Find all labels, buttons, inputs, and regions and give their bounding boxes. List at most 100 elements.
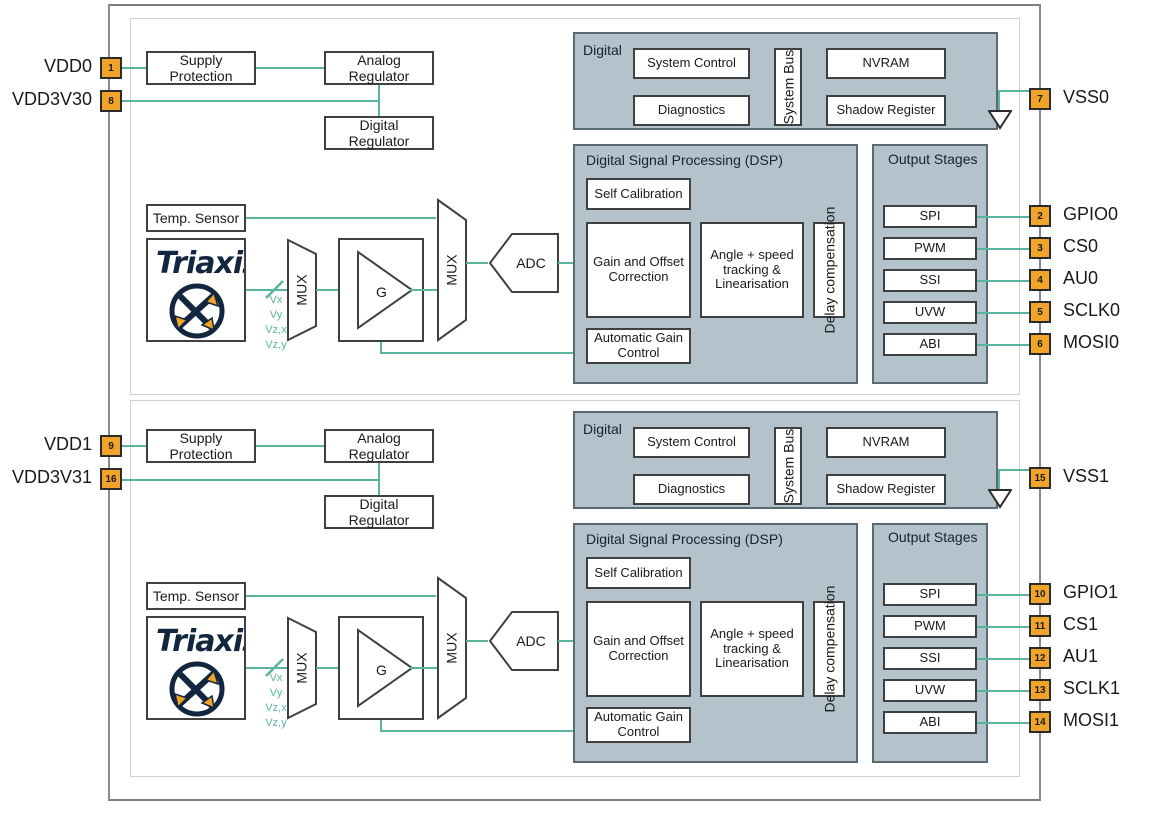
block-output-uvw-0: UVW (883, 301, 977, 324)
pin-12[interactable]: 12 (1029, 647, 1051, 669)
block-system-bus-1: System Bus (774, 427, 802, 505)
pin-1[interactable]: 1 (100, 57, 122, 79)
pin-number: 9 (108, 440, 114, 452)
block-gain-offset-correction-0: Gain and Offset Correction (586, 222, 691, 318)
wire-abi-to-pin14 (977, 722, 1032, 724)
pin-number: 12 (1034, 652, 1046, 664)
left-pin-rail (108, 4, 110, 801)
wire-abi-to-pin6 (977, 344, 1032, 346)
block-output-abi-1: ABI (883, 711, 977, 734)
block-amplifier-1: G (338, 616, 424, 720)
block-self-calibration-0: Self Calibration (586, 178, 691, 210)
pin-number: 7 (1037, 93, 1043, 105)
pin-number: 15 (1034, 472, 1046, 484)
block-diagnostics-1: Diagnostics (633, 474, 750, 505)
ground-symbol-1 (987, 489, 1013, 514)
pin-13[interactable]: 13 (1029, 679, 1051, 701)
pin-number: 11 (1034, 620, 1046, 632)
pin-label-vdd1: VDD1 (43, 434, 92, 454)
pin-2[interactable]: 2 (1029, 205, 1051, 227)
system-bus-label: System Bus (779, 428, 796, 504)
block-delay-compensation-1: Delay compensation (813, 586, 845, 712)
panel-title-dsp-1: Digital Signal Processing (DSP) (586, 531, 783, 547)
block-supply-protection-1: Supply Protection (146, 429, 256, 463)
bus-voltage-labels-1: Vx Vy Vz,x Vz,y (258, 671, 294, 730)
pin-number: 6 (1037, 338, 1043, 350)
delay-compensation-label: Delay compensation (820, 206, 837, 334)
block-system-bus-0: System Bus (774, 48, 802, 126)
wire-agc-feedback-v-1 (380, 720, 382, 732)
amplifier-gain-label: G (376, 284, 387, 300)
mux1-label: MUX (294, 274, 310, 306)
block-angle-speed-tracking-1: Angle + speed tracking & Linearisation (700, 601, 804, 697)
pin-number: 8 (108, 95, 114, 107)
block-shadow-register-1: Shadow Register (826, 474, 946, 505)
wire-supply-to-analog-reg (256, 67, 324, 69)
pin-16[interactable]: 16 (100, 468, 122, 490)
bus-label-vzx: Vz,x (265, 701, 287, 714)
system-bus-label: System Bus (779, 49, 796, 125)
block-delay-compensation-0: Delay compensation (813, 207, 845, 333)
wire-mux2-to-adc-1 (466, 640, 488, 642)
block-mux2-1: MUX (436, 576, 468, 720)
pin-label-au1: AU1 (1063, 646, 1099, 666)
pin-label-cs1: CS1 (1063, 614, 1099, 634)
wire-gnd-h-0 (998, 90, 1030, 92)
pin-11[interactable]: 11 (1029, 615, 1051, 637)
pin-label-vss1: VSS1 (1063, 466, 1110, 486)
pin-8[interactable]: 8 (100, 90, 122, 112)
panel-title-digital-1: Digital (583, 421, 622, 437)
block-output-abi-0: ABI (883, 333, 977, 356)
pin-label-gpio0: GPIO0 (1063, 204, 1119, 224)
pin-label-sclk1: SCLK1 (1063, 678, 1121, 698)
bus-label-vzx: Vz,x (265, 323, 287, 336)
block-adc-0: ADC (488, 232, 560, 294)
block-temp-sensor-0: Temp. Sensor (146, 204, 246, 232)
block-nvram-1: NVRAM (826, 427, 946, 458)
pin-6[interactable]: 6 (1029, 333, 1051, 355)
block-gain-offset-correction-1: Gain and Offset Correction (586, 601, 691, 697)
panel-title-digital-0: Digital (583, 42, 622, 58)
pin-number: 5 (1037, 306, 1043, 318)
pin-number: 3 (1037, 242, 1043, 254)
pin-3[interactable]: 3 (1029, 237, 1051, 259)
bus-slash-icon (264, 279, 286, 306)
pin-label-mosi1: MOSI1 (1063, 710, 1120, 730)
bus-label-vx: Vx (269, 672, 283, 684)
adc-label: ADC (516, 633, 546, 649)
pin-7[interactable]: 7 (1029, 88, 1051, 110)
block-system-control-1: System Control (633, 427, 750, 458)
block-self-calibration-1: Self Calibration (586, 557, 691, 589)
block-output-ssi-0: SSI (883, 269, 977, 292)
block-output-spi-1: SPI (883, 583, 977, 606)
pin-9[interactable]: 9 (100, 435, 122, 457)
bus-label-vy: Vy (269, 686, 283, 699)
block-triaxis-sensor-0: Triaxis® (146, 238, 246, 342)
pin-10[interactable]: 10 (1029, 583, 1051, 605)
block-triaxis-sensor-1: Triaxis® (146, 616, 246, 720)
block-system-control-0: System Control (633, 48, 750, 79)
wire-ssi-to-pin4 (977, 280, 1032, 282)
wire-supply-to-analog-reg-1 (256, 445, 324, 447)
pin-4[interactable]: 4 (1029, 269, 1051, 291)
block-angle-speed-tracking-0: Angle + speed tracking & Linearisation (700, 222, 804, 318)
wire-mux1-to-amp (316, 289, 338, 291)
panel-title-output-stages-0: Output Stages (888, 151, 978, 167)
pin-label-sclk0: SCLK0 (1063, 300, 1121, 320)
block-supply-protection-0: Supply Protection (146, 51, 256, 85)
pin-14[interactable]: 14 (1029, 711, 1051, 733)
panel-title-output-stages-1: Output Stages (888, 529, 978, 545)
wire-uvw-to-pin5 (977, 312, 1032, 314)
pin-number: 2 (1037, 210, 1043, 222)
triaxis-logo-text: Triaxis® (156, 246, 244, 281)
pin-number: 14 (1034, 716, 1046, 728)
mux1-label: MUX (294, 652, 310, 684)
wire-agc-feedback-h (380, 352, 588, 354)
pin-5[interactable]: 5 (1029, 301, 1051, 323)
pin-15[interactable]: 15 (1029, 467, 1051, 489)
block-output-ssi-1: SSI (883, 647, 977, 670)
block-nvram-0: NVRAM (826, 48, 946, 79)
block-mux1-1: MUX (286, 616, 318, 720)
pin-label-au0: AU0 (1063, 268, 1099, 288)
